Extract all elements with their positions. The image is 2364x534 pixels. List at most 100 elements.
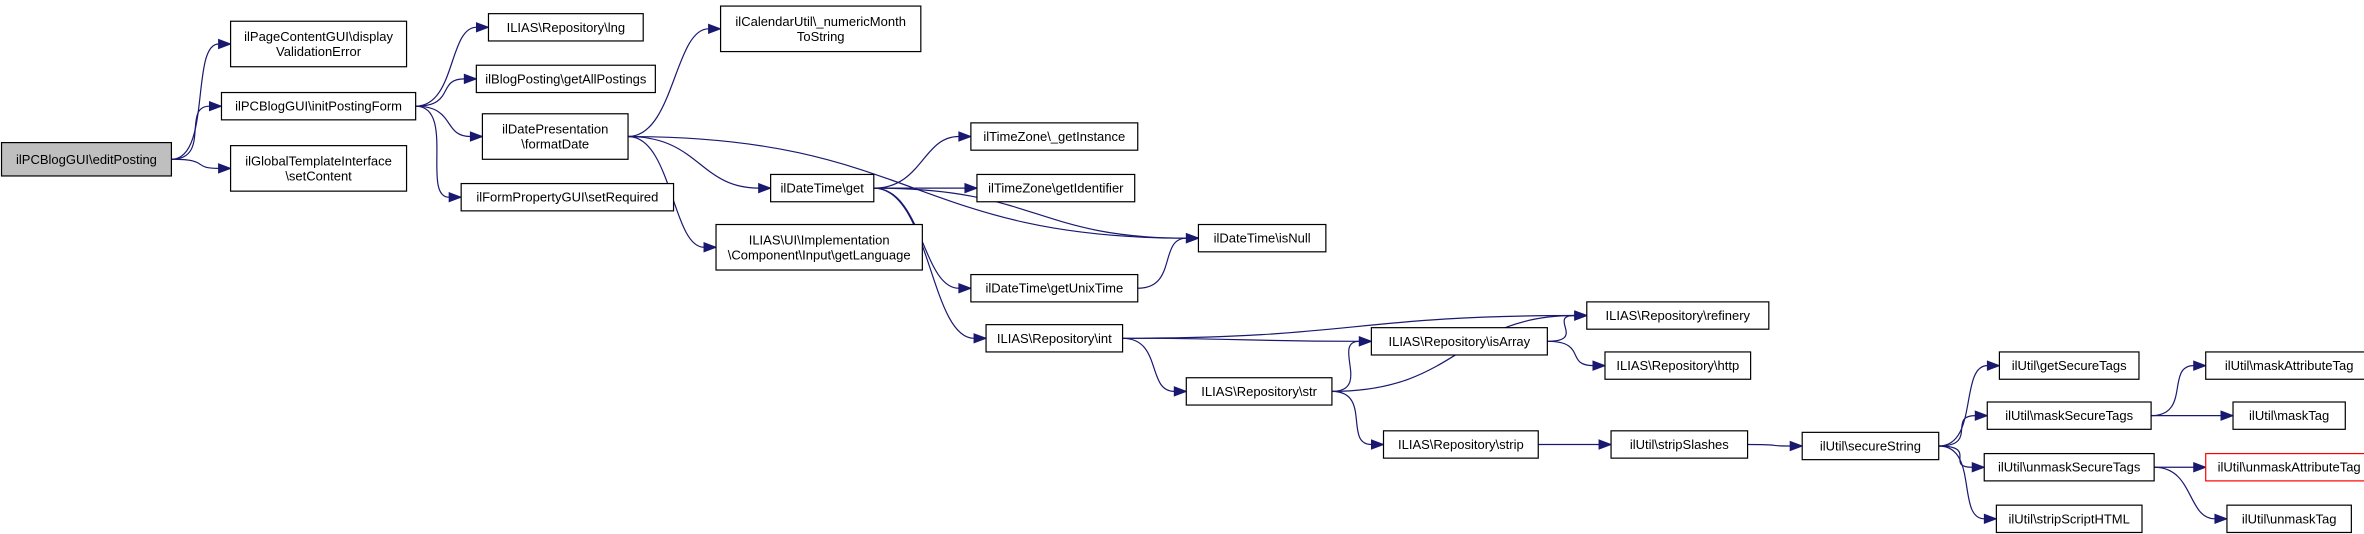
node-label: ILIAS\UI\Implementation bbox=[749, 232, 890, 247]
node-box bbox=[1801, 431, 1940, 461]
node-box bbox=[475, 64, 656, 94]
node-box bbox=[2226, 504, 2352, 534]
node-label: \Component\Input\getLanguage bbox=[728, 247, 911, 262]
node-get-unix-time[interactable]: ilDateTime\getUnixTime bbox=[970, 273, 1139, 303]
node-label: ilCalendarUtil\_numericMonth bbox=[735, 14, 906, 29]
node-label: ILIAS\Repository\str bbox=[1201, 384, 1317, 399]
node-label: ilDatePresentation bbox=[502, 122, 608, 137]
call-edge-secure-string-to-mask-secure-tags bbox=[1938, 410, 1989, 447]
node-is-null[interactable]: ilDateTime\isNull bbox=[1197, 223, 1327, 253]
call-edge-strip-slashes-to-secure-string bbox=[1747, 440, 1804, 452]
node-box bbox=[487, 13, 644, 42]
node-unmask-secure-tags[interactable]: ilUtil\unmaskSecureTags bbox=[1983, 452, 2155, 482]
node-dt-get[interactable]: ilDateTime\get bbox=[770, 173, 875, 203]
node-init-posting-form[interactable]: ilPCBlogGUI\initPostingForm bbox=[220, 91, 417, 121]
call-edge-init-posting-form-to-format-date bbox=[415, 105, 484, 142]
node-label: ilUtil\maskAttributeTag bbox=[2225, 358, 2354, 373]
node-label: ILIAS\Repository\isArray bbox=[1389, 334, 1531, 349]
node-http[interactable]: ILIAS\Repository\http bbox=[1604, 351, 1752, 380]
call-edge-edit-posting-to-display-validation-error bbox=[171, 38, 233, 160]
node-label: ilUtil\unmaskTag bbox=[2242, 511, 2337, 526]
node-box bbox=[976, 173, 1136, 203]
node-lng[interactable]: ILIAS\Repository\lng bbox=[487, 13, 644, 42]
node-layer: ilPCBlogGUI\editPosting ilPageContentGUI\… bbox=[0, 5, 2364, 534]
node-label: \setContent bbox=[285, 168, 352, 183]
node-set-content[interactable]: ilGlobalTemplateInterface\setContent bbox=[229, 145, 408, 192]
call-edge-format-date-to-numeric-month-to-string bbox=[628, 23, 722, 138]
node-box bbox=[1382, 430, 1539, 459]
call-edge-repo-int-to-is-array bbox=[1122, 336, 1373, 347]
node-mask-tag[interactable]: ilUtil\maskTag bbox=[2232, 401, 2346, 430]
node-repo-int[interactable]: ILIAS\Repository\int bbox=[985, 324, 1124, 353]
node-secure-string[interactable]: ilUtil\secureString bbox=[1801, 431, 1940, 461]
call-edge-get-unix-time-to-is-null bbox=[1137, 232, 1200, 289]
node-label: ILIAS\Repository\int bbox=[997, 331, 1112, 346]
node-box bbox=[1197, 223, 1327, 253]
node-label: ilUtil\secureString bbox=[1820, 438, 1921, 453]
node-box bbox=[1610, 430, 1749, 459]
node-unmask-attribute-tag[interactable]: ilUtil\unmaskAttributeTag bbox=[2205, 452, 2364, 482]
node-box bbox=[481, 113, 629, 160]
node-box bbox=[1998, 351, 2140, 380]
node-label: ValidationError bbox=[276, 44, 362, 59]
node-box bbox=[719, 5, 922, 53]
call-edge-mask-secure-tags-to-mask-attribute-tag bbox=[2151, 360, 2208, 417]
call-edge-init-posting-form-to-set-required bbox=[415, 105, 463, 203]
node-get-language[interactable]: ILIAS\UI\Implementation\Component\Input\… bbox=[715, 223, 923, 271]
node-mask-secure-tags[interactable]: ilUtil\maskSecureTags bbox=[1986, 401, 2152, 430]
node-refinery[interactable]: ILIAS\Repository\refinery bbox=[1586, 301, 1770, 330]
node-label: ilPCBlogGUI\editPosting bbox=[16, 152, 157, 167]
node-label: ILIAS\Repository\http bbox=[1616, 358, 1739, 373]
node-label: ilUtil\maskTag bbox=[2249, 408, 2329, 423]
call-edge-repo-int-to-repo-str bbox=[1122, 337, 1188, 397]
node-tz-get-instance[interactable]: ilTimeZone\_getInstance bbox=[970, 122, 1139, 151]
node-is-array[interactable]: ILIAS\Repository\isArray bbox=[1370, 327, 1548, 356]
node-box bbox=[1586, 301, 1770, 330]
node-label: ilDateTime\getUnixTime bbox=[985, 281, 1123, 296]
node-repo-strip[interactable]: ILIAS\Repository\strip bbox=[1382, 430, 1539, 459]
call-edge-secure-string-to-unmask-secure-tags bbox=[1938, 445, 1986, 473]
node-label: ILIAS\Repository\refinery bbox=[1606, 308, 1751, 323]
node-edit-posting[interactable]: ilPCBlogGUI\editPosting bbox=[0, 141, 173, 177]
node-set-required[interactable]: ilFormPropertyGUI\setRequired bbox=[460, 182, 675, 212]
node-strip-script-html[interactable]: ilUtil\stripScriptHTML bbox=[1995, 504, 2143, 534]
node-box bbox=[1370, 327, 1548, 356]
node-tz-get-identifier[interactable]: ilTimeZone\getIdentifier bbox=[976, 173, 1136, 203]
node-box bbox=[2232, 401, 2346, 430]
call-edge-dt-get-to-tz-get-instance bbox=[873, 131, 973, 189]
node-label: ilUtil\stripSlashes bbox=[1630, 437, 1729, 452]
node-box bbox=[1983, 452, 2155, 482]
node-label: ilBlogPosting\getAllPostings bbox=[485, 71, 647, 86]
node-get-secure-tags[interactable]: ilUtil\getSecureTags bbox=[1998, 351, 2140, 380]
node-unmask-tag[interactable]: ilUtil\unmaskTag bbox=[2226, 504, 2352, 534]
node-get-all-postings[interactable]: ilBlogPosting\getAllPostings bbox=[475, 64, 656, 94]
node-label: ilDateTime\isNull bbox=[1214, 231, 1311, 246]
node-box bbox=[229, 20, 408, 68]
call-edge-init-posting-form-to-get-all-postings bbox=[415, 73, 478, 107]
node-box bbox=[970, 273, 1139, 303]
node-box bbox=[970, 122, 1139, 151]
node-box bbox=[770, 173, 875, 203]
node-box bbox=[1986, 401, 2152, 430]
call-edge-format-date-to-dt-get bbox=[628, 135, 773, 194]
call-edge-unmask-secure-tags-to-unmask-tag bbox=[2154, 466, 2229, 525]
node-format-date[interactable]: ilDatePresentation\formatDate bbox=[481, 113, 629, 160]
node-box bbox=[220, 91, 417, 121]
node-label: ilFormPropertyGUI\setRequired bbox=[476, 190, 658, 205]
node-label: ilUtil\maskSecureTags bbox=[2005, 408, 2133, 423]
node-box bbox=[1995, 504, 2143, 534]
call-edge-repo-str-to-is-array bbox=[1331, 336, 1373, 392]
node-repo-str[interactable]: ILIAS\Repository\str bbox=[1185, 377, 1333, 406]
node-strip-slashes[interactable]: ilUtil\stripSlashes bbox=[1610, 430, 1749, 459]
node-label: ToString bbox=[797, 29, 845, 44]
node-box bbox=[460, 182, 675, 212]
node-box bbox=[1185, 377, 1333, 406]
node-label: ilUtil\unmaskAttributeTag bbox=[2218, 460, 2361, 475]
call-edge-unmask-secure-tags-to-unmask-attribute-tag bbox=[2154, 462, 2208, 473]
node-label: ilDateTime\get bbox=[781, 181, 865, 196]
node-mask-attribute-tag[interactable]: ilUtil\maskAttributeTag bbox=[2205, 351, 2364, 380]
call-edge-mask-secure-tags-to-mask-tag bbox=[2151, 410, 2235, 421]
node-label: ILIAS\Repository\strip bbox=[1398, 437, 1524, 452]
